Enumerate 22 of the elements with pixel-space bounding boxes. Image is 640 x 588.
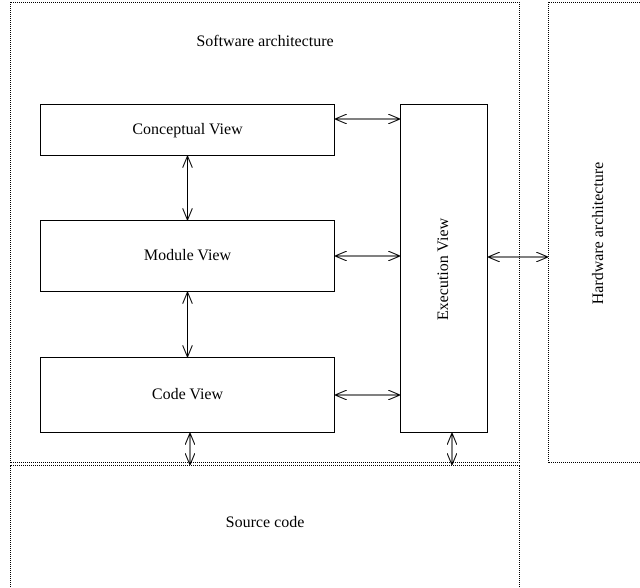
double-arrow (334, 390, 400, 400)
double-arrow (182, 292, 193, 358)
node-label: Conceptual View (132, 121, 243, 139)
node-label: Hardware architecture (590, 161, 608, 304)
double-arrow (184, 432, 196, 466)
group-container (10, 465, 520, 588)
node-label: Execution View (435, 217, 453, 320)
view-box (40, 220, 335, 292)
view-box (400, 104, 488, 433)
node-label: Source code (224, 514, 306, 532)
node-label: Software architecture (195, 33, 335, 51)
node-label: Code View (152, 386, 224, 404)
view-box (40, 104, 335, 156)
double-arrow (182, 156, 193, 220)
double-arrow (488, 252, 548, 262)
double-arrow (446, 432, 458, 466)
view-box (40, 357, 335, 433)
node-label: Module View (144, 247, 232, 265)
double-arrow (334, 114, 400, 124)
group-container (10, 2, 520, 463)
double-arrow (334, 250, 400, 262)
group-container (548, 2, 640, 463)
